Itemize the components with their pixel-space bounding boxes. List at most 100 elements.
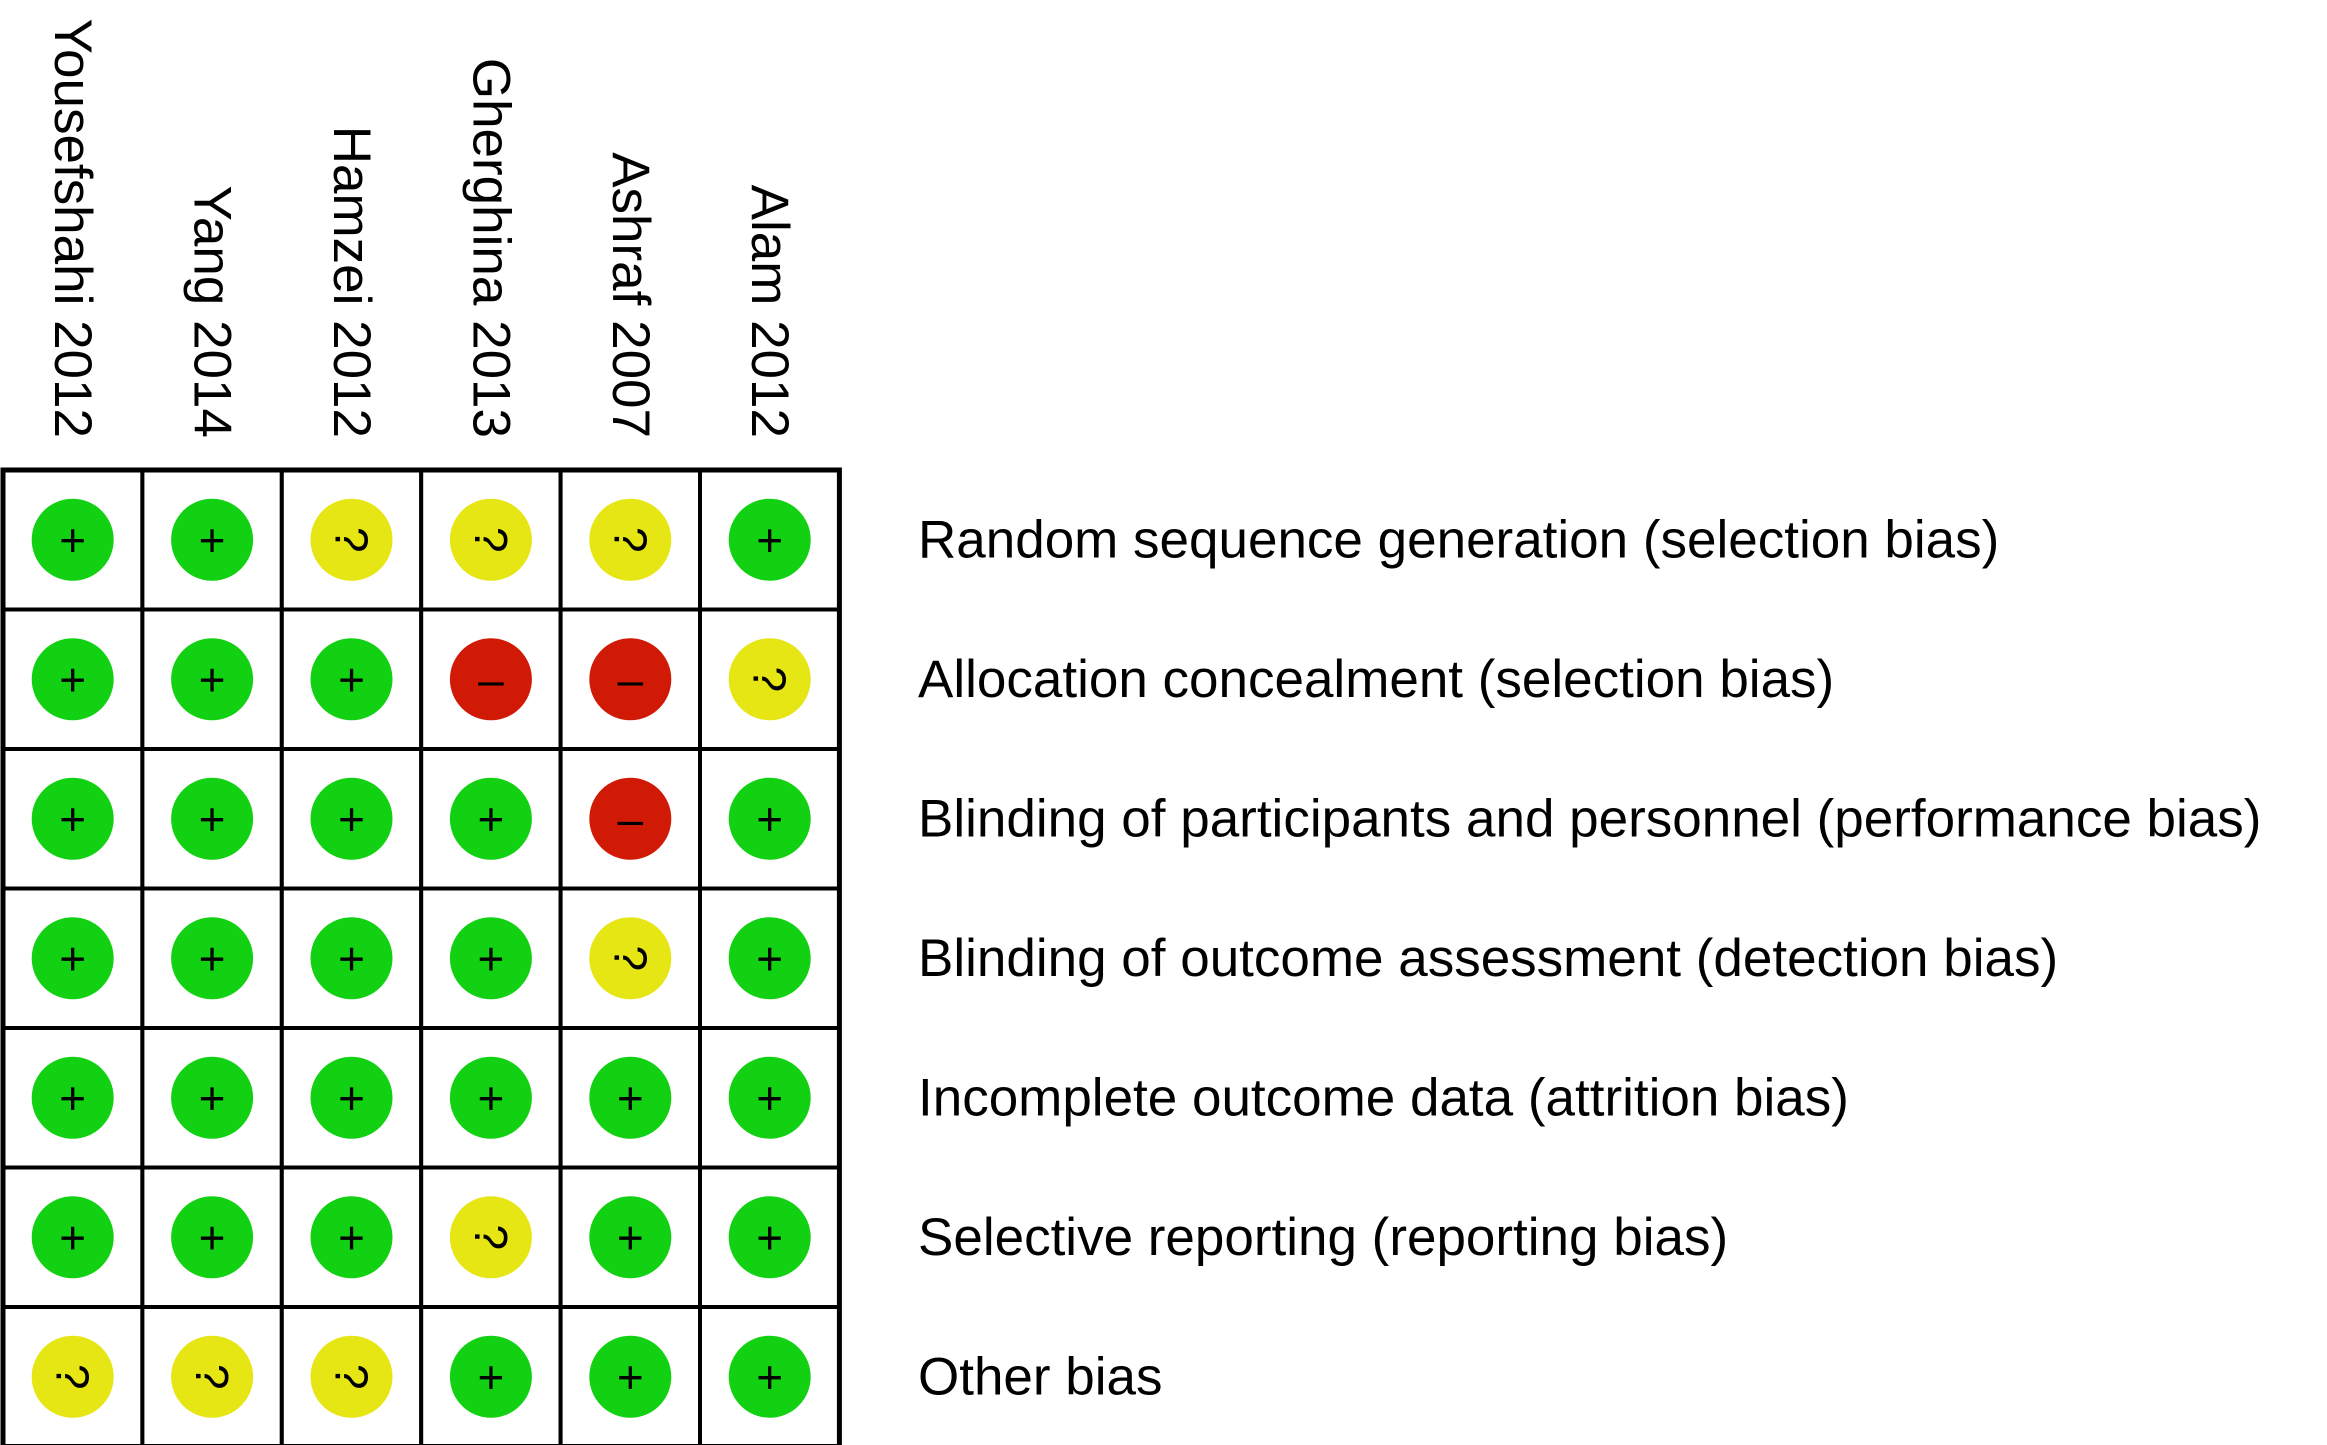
low-risk-circle [31, 498, 114, 581]
unclear-risk-circle [171, 1335, 254, 1418]
low-risk-circle [449, 1335, 532, 1418]
low-risk-circle [449, 777, 532, 860]
judgement-symbol: + [477, 1072, 504, 1124]
study-label: Yousefshahi 2012 [43, 19, 102, 438]
low-risk-circle [589, 1056, 672, 1139]
study-labels: Yousefshahi 2012 Yang 2014 Hamzei 2012 Gher… [43, 19, 799, 438]
judgement-symbol: + [617, 1351, 644, 1403]
judgement-symbol: ? [326, 1364, 378, 1390]
judgement-symbol: + [477, 932, 504, 984]
unclear-risk-circle [31, 1335, 114, 1418]
low-risk-circle [31, 1056, 114, 1139]
judgement-symbol: + [617, 1211, 644, 1263]
judgement-symbol: + [756, 932, 783, 984]
judgement-symbol: + [756, 1211, 783, 1263]
judgement-symbol: + [59, 932, 86, 984]
low-risk-circle [728, 917, 811, 1000]
grid-cell [419, 1026, 563, 1170]
study-label: Gherghina 2013 [461, 58, 520, 438]
judgement-symbol: + [59, 1211, 86, 1263]
judgement-symbol: + [338, 793, 365, 845]
judgement-symbol: + [59, 793, 86, 845]
domain-label: Blinding of outcome assessment (detectio… [918, 929, 2058, 988]
unclear-risk-circle [589, 498, 672, 581]
low-risk-circle [728, 1335, 811, 1418]
judgement-symbol: + [199, 1211, 226, 1263]
domain-label: Random sequence generation (selection bi… [918, 510, 1999, 569]
unclear-risk-circle [589, 917, 672, 1000]
judgement-symbol: – [478, 653, 504, 705]
low-risk-circle [589, 1196, 672, 1279]
unclear-risk-circle [449, 1196, 532, 1279]
judgement-symbol: + [617, 1072, 644, 1124]
high-risk-circle [449, 638, 532, 721]
unclear-risk-circle [310, 1335, 393, 1418]
domain-label: Other bias [918, 1347, 1163, 1406]
low-risk-circle [31, 638, 114, 721]
low-risk-circle [171, 1056, 254, 1139]
judgement-symbol: + [199, 653, 226, 705]
study-label: Yang 2014 [183, 186, 242, 438]
low-risk-circle [310, 1196, 393, 1279]
judgement-symbol: ? [465, 1224, 517, 1250]
judgement-symbol: + [338, 1211, 365, 1263]
domain-label: Selective reporting (reporting bias) [918, 1208, 1728, 1267]
low-risk-circle [171, 498, 254, 581]
low-risk-circle [310, 917, 393, 1000]
unclear-risk-circle [310, 498, 393, 581]
domain-label: Blinding of participants and personnel (… [918, 789, 2261, 848]
high-risk-circle [589, 638, 672, 721]
judgement-symbol: + [338, 653, 365, 705]
low-risk-circle [171, 777, 254, 860]
judgement-symbol: + [756, 1351, 783, 1403]
low-risk-circle [728, 498, 811, 581]
low-risk-circle [171, 1196, 254, 1279]
judgement-symbol: + [59, 1072, 86, 1124]
low-risk-circle [31, 1196, 114, 1279]
judgement-symbol: + [199, 793, 226, 845]
high-risk-circle [589, 777, 672, 860]
low-risk-circle [310, 638, 393, 721]
judgement-symbol: ? [186, 1364, 238, 1390]
study-label: Hamzei 2012 [322, 126, 381, 438]
low-risk-circle [171, 917, 254, 1000]
judgement-symbol: + [199, 932, 226, 984]
low-risk-circle [31, 777, 114, 860]
low-risk-circle [449, 1056, 532, 1139]
domain-label: Incomplete outcome data (attrition bias) [918, 1068, 1849, 1127]
judgement-symbol: – [618, 653, 644, 705]
judgement-symbol: + [756, 514, 783, 566]
domain-labels: Random sequence generation (selection bi… [918, 510, 2261, 1406]
low-risk-circle [310, 777, 393, 860]
low-risk-circle [728, 1196, 811, 1279]
unclear-risk-circle [449, 498, 532, 581]
judgement-symbol: + [59, 514, 86, 566]
judgement-symbol: ? [47, 1364, 99, 1390]
judgement-symbol: + [756, 1072, 783, 1124]
judgement-symbol: + [199, 514, 226, 566]
judgement-symbol: + [59, 653, 86, 705]
low-risk-circle [589, 1335, 672, 1418]
low-risk-circle [310, 1056, 393, 1139]
low-risk-circle [171, 638, 254, 721]
judgement-symbol: ? [604, 527, 656, 553]
judgement-grid: ++???++++––?++++–+++++?++++++++++?++???+… [0, 467, 842, 1445]
judgement-symbol: ? [465, 527, 517, 553]
judgement-symbol: + [338, 932, 365, 984]
grid-border [0, 467, 842, 1445]
judgement-symbol: + [338, 1072, 365, 1124]
low-risk-circle [728, 777, 811, 860]
judgement-symbol: + [477, 793, 504, 845]
judgement-symbol: ? [326, 527, 378, 553]
study-label: Ashraf 2007 [601, 152, 660, 438]
judgement-symbol: ? [744, 666, 796, 692]
judgement-symbol: + [477, 1351, 504, 1403]
judgement-symbol: + [756, 793, 783, 845]
low-risk-circle [728, 1056, 811, 1139]
low-risk-circle [449, 917, 532, 1000]
judgement-symbol: + [199, 1072, 226, 1124]
study-label: Alam 2012 [740, 185, 799, 438]
judgement-symbol: ? [604, 945, 656, 971]
unclear-risk-circle [728, 638, 811, 721]
